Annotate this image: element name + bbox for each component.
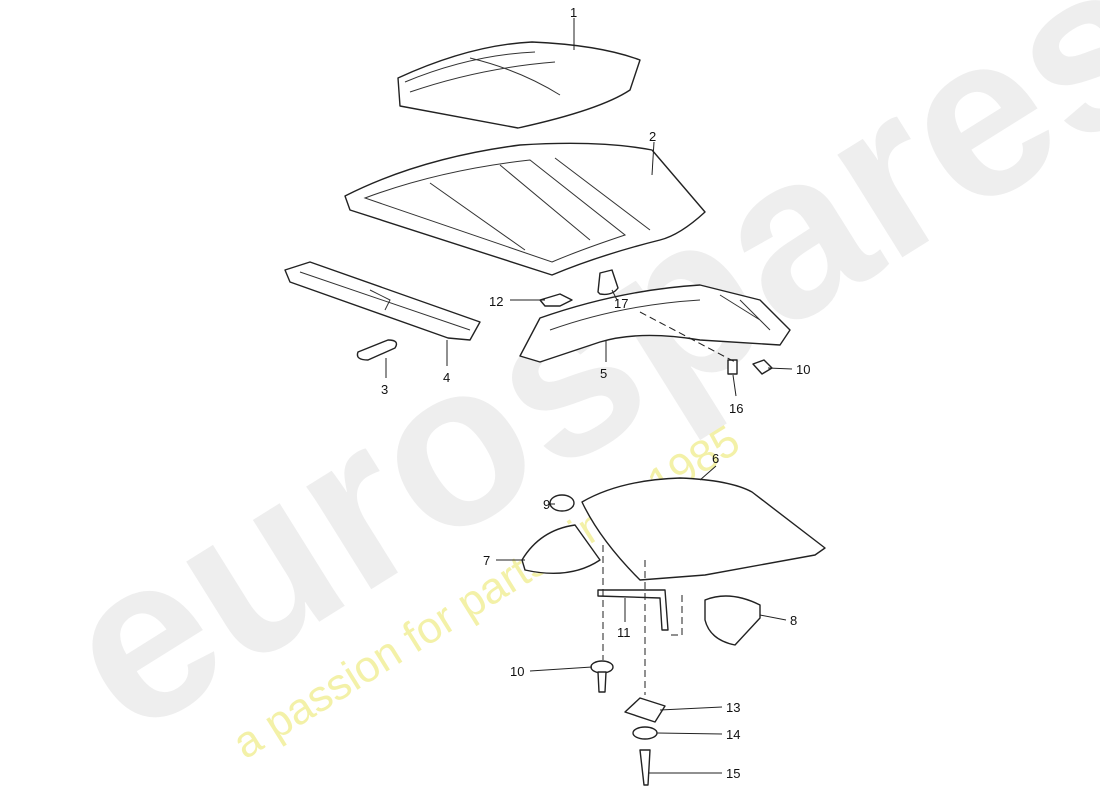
- callout-14: 14: [726, 727, 740, 742]
- part-11-bracket: [597, 589, 669, 631]
- callout-10-lower: 10: [510, 664, 524, 679]
- callout-15: 15: [726, 766, 740, 781]
- part-15-screw: [639, 749, 651, 786]
- part-12-clip: [539, 293, 573, 307]
- callout-4: 4: [443, 370, 450, 385]
- callout-3: 3: [381, 382, 388, 397]
- part-9-button: [549, 494, 575, 512]
- callout-8: 8: [790, 613, 797, 628]
- part-3-bracket: [356, 339, 398, 361]
- assembly-lines-lower: [602, 545, 683, 695]
- part-14-washer: [632, 726, 658, 740]
- callout-2: 2: [649, 129, 656, 144]
- callout-labels: 1 2 17 12 3 4 5 10 16 6 9 7 11 8 10 13 1…: [381, 5, 810, 781]
- callout-17: 17: [614, 296, 628, 311]
- part-7-grille: [521, 524, 601, 575]
- assembly-line: [639, 311, 736, 363]
- callout-12: 12: [489, 294, 503, 309]
- part-16-nut: [727, 359, 738, 375]
- callout-1: 1: [570, 5, 577, 20]
- part-4-rail: [284, 261, 481, 341]
- callout-13: 13: [726, 700, 740, 715]
- callout-10-upper: 10: [796, 362, 810, 377]
- part-8-grille: [704, 595, 761, 646]
- callout-9: 9: [543, 497, 550, 512]
- part-2-roof-frame: [344, 142, 706, 276]
- part-10-clip-lower: [590, 660, 614, 693]
- part-1-roof-panel: [397, 41, 641, 129]
- callout-11: 11: [617, 625, 631, 640]
- part-5-trim: [519, 284, 791, 363]
- part-17-cap: [597, 269, 619, 296]
- part-13-nut: [624, 697, 666, 723]
- callout-5: 5: [600, 366, 607, 381]
- callout-7: 7: [483, 553, 490, 568]
- part-6-cover: [581, 477, 826, 581]
- callout-6: 6: [712, 451, 719, 466]
- callout-16: 16: [729, 401, 743, 416]
- leader-lines: [385, 18, 793, 774]
